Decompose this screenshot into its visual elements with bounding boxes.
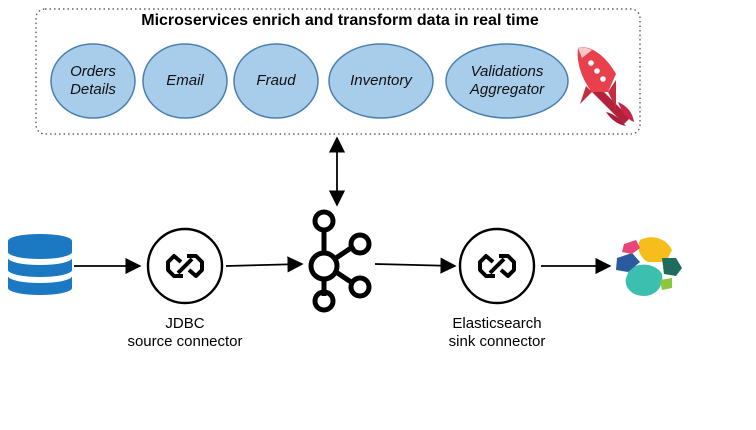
source-connector-type: JDBC: [165, 315, 205, 332]
sink-connector-icon[interactable]: [458, 227, 536, 305]
database-icon: [8, 234, 72, 295]
kafka-icon[interactable]: [308, 209, 372, 313]
source-to-kafka-arrow: [225, 256, 304, 273]
source-connector-label: JDBC source connector: [105, 315, 265, 351]
sink-connector-label: Elasticsearch sink connector: [417, 315, 577, 351]
service-email[interactable]: [142, 43, 228, 119]
rocket-icon: [577, 47, 634, 126]
source-connector-icon[interactable]: [146, 227, 224, 305]
sink-connector-role: sink connector: [448, 333, 546, 350]
service-orders-details[interactable]: [50, 43, 136, 119]
elasticsearch-icon: [616, 237, 682, 296]
service-fraud[interactable]: [233, 43, 319, 119]
service-inventory[interactable]: [328, 43, 434, 119]
sink-connector-type: Elasticsearch: [452, 315, 542, 332]
kafka-to-sink-arrow: [374, 257, 457, 274]
source-connector-role: source connector: [127, 333, 243, 350]
page-title: Microservices enrich and transform data …: [141, 12, 539, 29]
service-validations-aggregator[interactable]: [445, 43, 569, 119]
